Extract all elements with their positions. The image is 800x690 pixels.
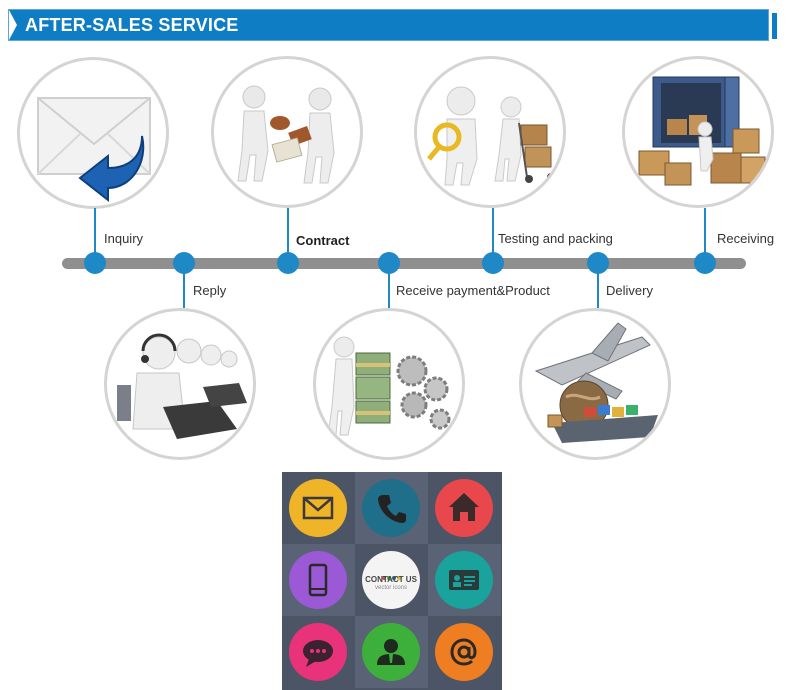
- testing-packing-illustration: [414, 56, 566, 208]
- plane-ship-globe-icon: [534, 322, 658, 443]
- timeline-dot-inquiry: [84, 252, 106, 274]
- step-label-payment: Receive payment&Product: [396, 283, 550, 298]
- step-label-reply: Reply: [193, 283, 227, 298]
- color-dots: [382, 567, 402, 580]
- timeline-bar: [62, 258, 746, 269]
- handshake-figures-icon: [237, 85, 335, 184]
- header-bar: AFTER-SALES SERVICE: [8, 9, 769, 41]
- connector-delivery: [597, 266, 599, 308]
- contract-illustration: [211, 56, 363, 208]
- step-label-delivery: Delivery: [606, 283, 653, 298]
- mail-icon[interactable]: [289, 479, 347, 537]
- timeline-dot-receiving: [694, 252, 716, 274]
- receiving-illustration: [622, 56, 774, 208]
- step-label-inquiry: Inquiry: [104, 231, 144, 246]
- delivery-illustration: [519, 308, 671, 460]
- contact-us-badge[interactable]: CONTACT US vector icons: [362, 551, 420, 609]
- section-header: AFTER-SALES SERVICE: [8, 9, 777, 43]
- envelope-reply-icon: [37, 97, 151, 203]
- chat-icon[interactable]: [289, 623, 347, 681]
- page-title: AFTER-SALES SERVICE: [25, 15, 239, 35]
- step-label-receiving: Receiving: [717, 231, 775, 246]
- connector-contract: [287, 208, 289, 258]
- money-gears-icon: [327, 336, 451, 436]
- call-center-icon: [117, 333, 247, 439]
- magnifier-cart-icon: [427, 86, 555, 186]
- header-end-tab: [772, 13, 777, 39]
- id-card-icon[interactable]: [435, 551, 493, 609]
- connector-testing: [492, 208, 494, 258]
- panel-cell: [428, 616, 501, 688]
- reply-illustration: [104, 308, 256, 460]
- panel-cell: [428, 544, 501, 616]
- container-boxes-icon: [638, 76, 766, 186]
- contact-icons-panel: CONTACT US vector icons: [282, 472, 502, 690]
- contact-title: CONTACT US: [365, 575, 417, 584]
- user-icon[interactable]: [362, 623, 420, 681]
- timeline-dot-testing: [482, 252, 504, 274]
- timeline-dot-reply: [173, 252, 195, 274]
- timeline-dot-payment: [378, 252, 400, 274]
- panel-cell: [282, 544, 355, 616]
- timeline-dot-delivery: [587, 252, 609, 274]
- panel-cell: [355, 616, 428, 688]
- connector-inquiry: [94, 208, 96, 258]
- at-sign-icon[interactable]: [435, 623, 493, 681]
- payment-product-illustration: [313, 308, 465, 460]
- contact-subtitle: vector icons: [374, 585, 407, 591]
- inquiry-illustration: [17, 57, 169, 209]
- mobile-icon[interactable]: [289, 551, 347, 609]
- connector-receiving: [704, 208, 706, 258]
- connector-reply: [183, 266, 185, 308]
- timeline-dot-contract: [277, 252, 299, 274]
- panel-cell: [355, 472, 428, 544]
- connector-payment: [388, 266, 390, 308]
- phone-icon[interactable]: [362, 479, 420, 537]
- panel-cell: [428, 472, 501, 544]
- panel-cell: [282, 472, 355, 544]
- panel-cell: CONTACT US vector icons: [355, 544, 428, 616]
- panel-cell: [282, 616, 355, 688]
- home-icon[interactable]: [435, 479, 493, 537]
- step-label-contract: Contract: [296, 233, 350, 248]
- step-label-testing: Testing and packing: [498, 231, 613, 246]
